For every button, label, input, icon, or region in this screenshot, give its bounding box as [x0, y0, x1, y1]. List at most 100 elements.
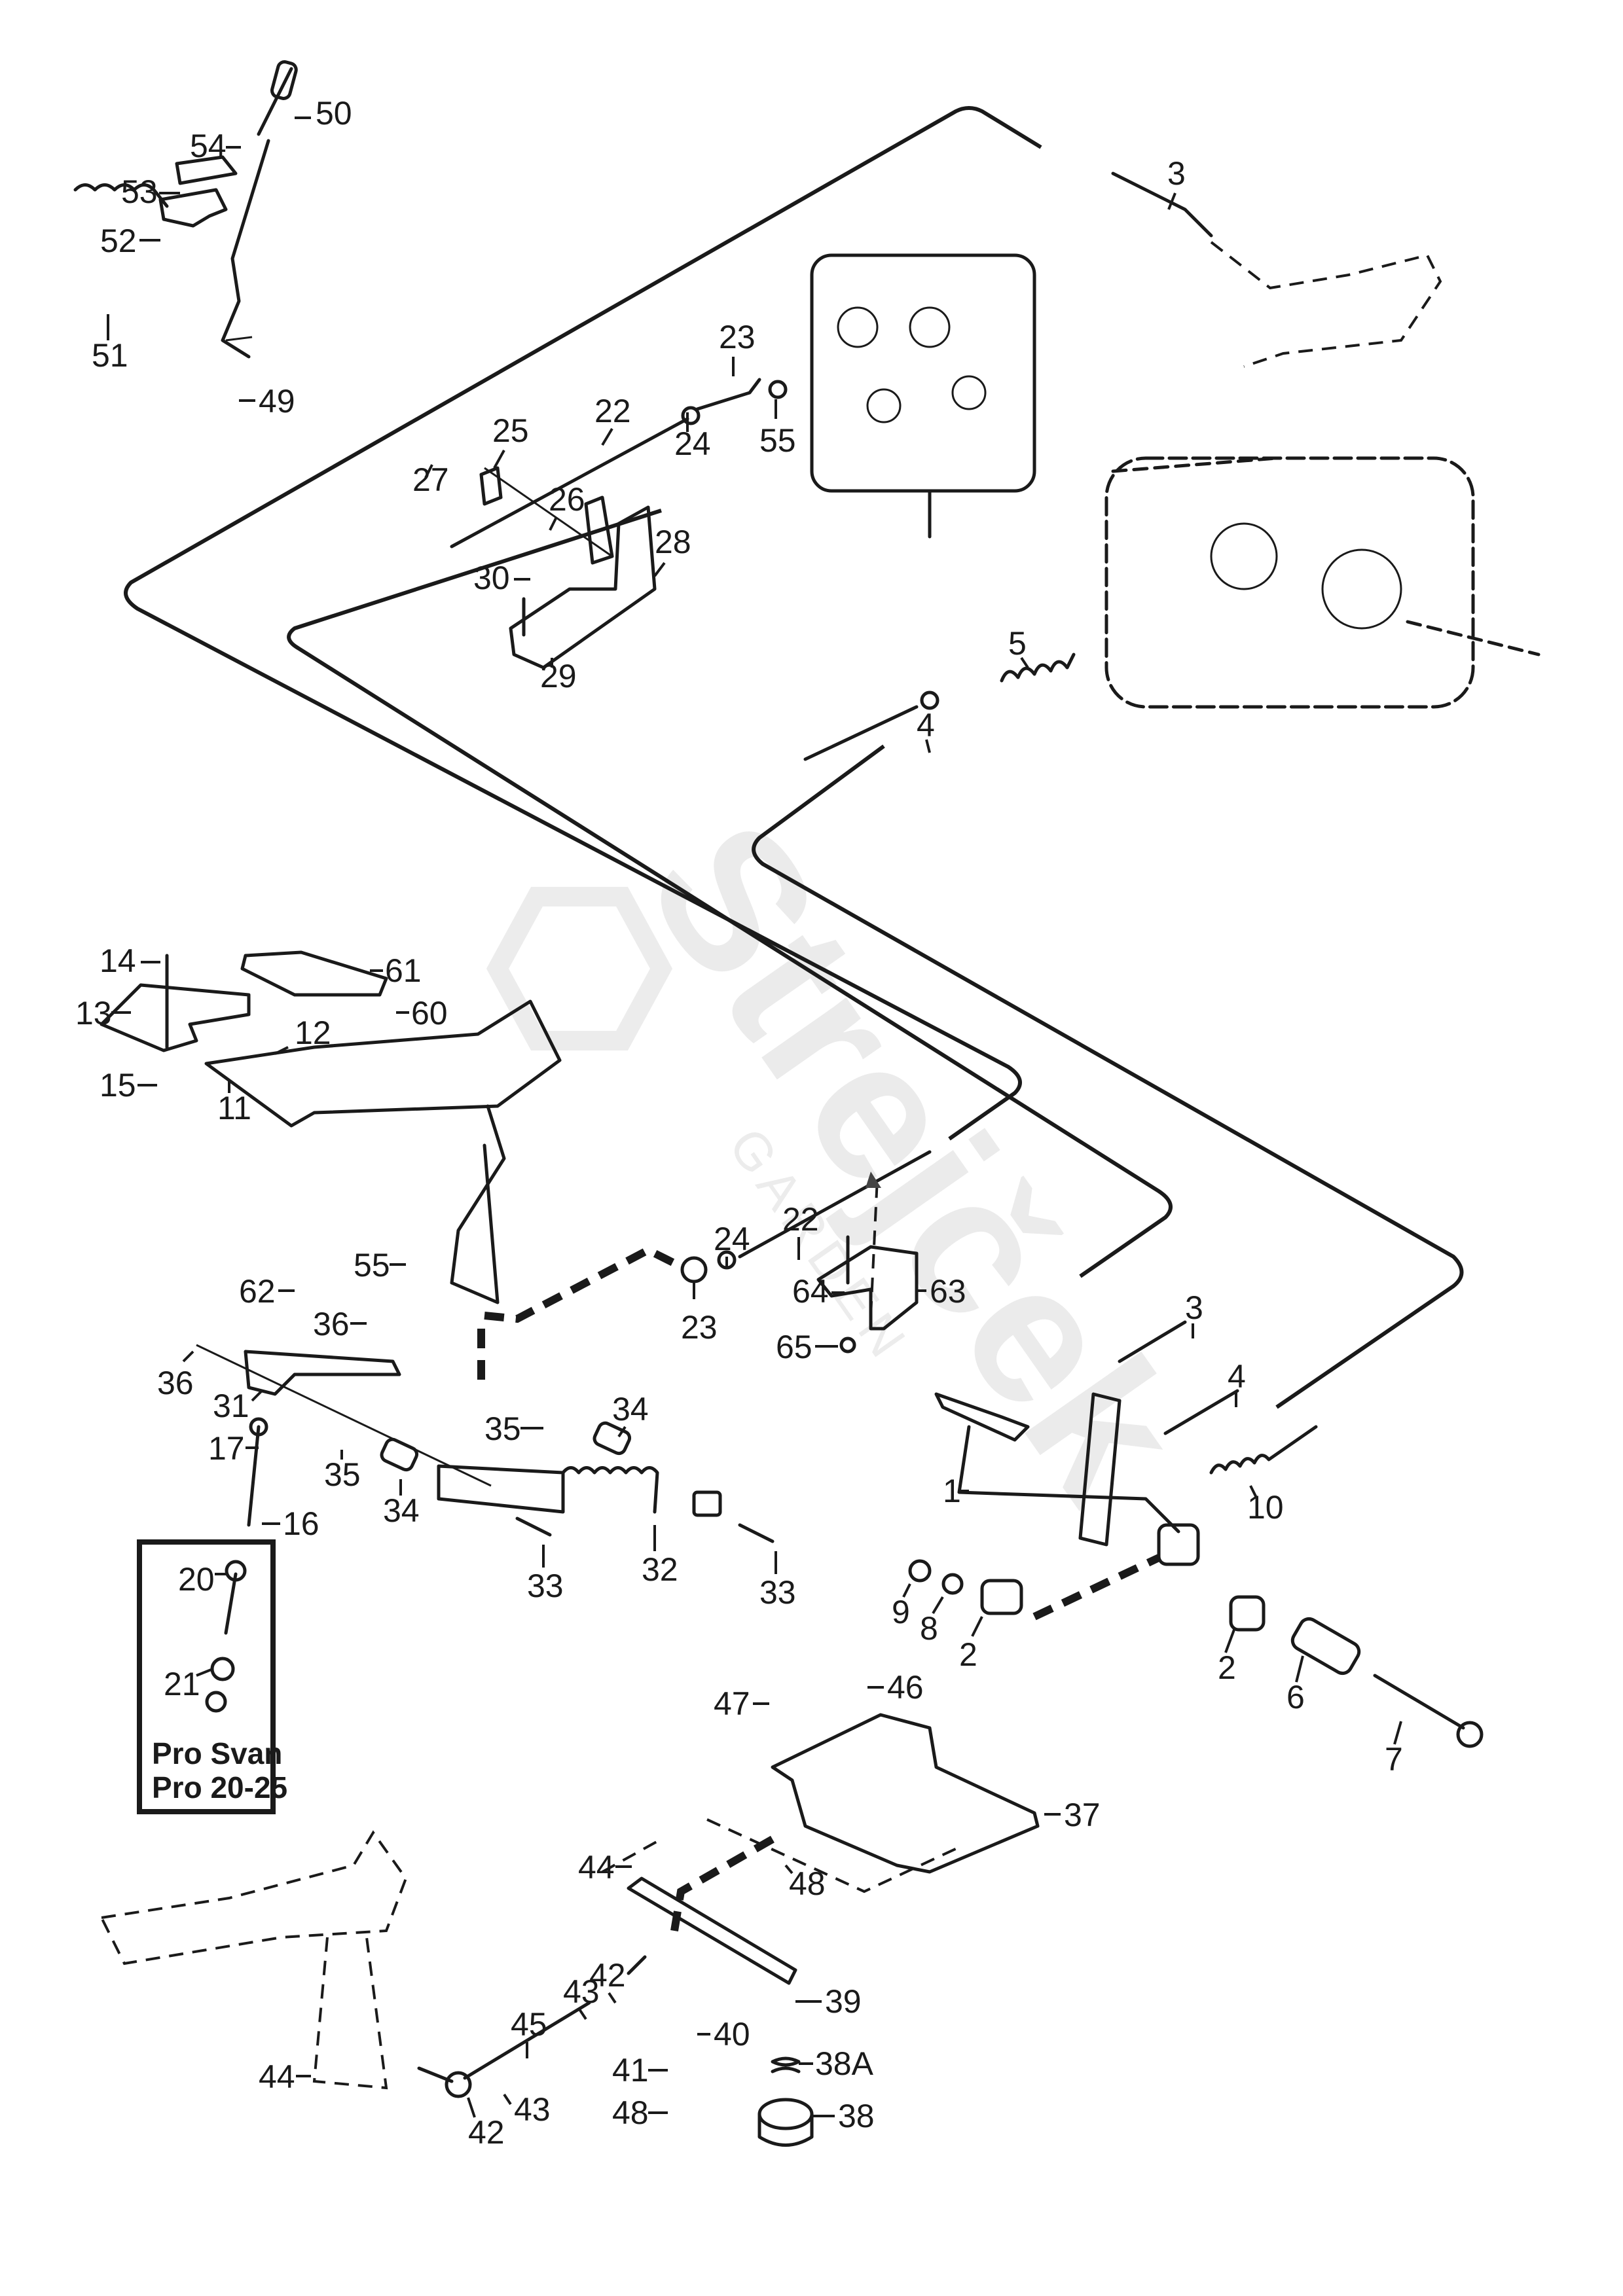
callout-17: 17 [208, 1430, 245, 1467]
callout-32: 32 [642, 1551, 678, 1588]
callout-38: 38 [838, 2098, 875, 2134]
callout-1: 1 [943, 1473, 961, 1509]
callout-62: 62 [239, 1273, 276, 1310]
callout-35-lower: 35 [324, 1456, 361, 1493]
callout-42-lower: 42 [468, 2114, 505, 2151]
inset-box: Pro Svan Pro 20-25 [137, 1539, 287, 1814]
callout-34-lower: 34 [383, 1492, 420, 1529]
callout-24-upper: 24 [674, 425, 711, 462]
callout-50: 50 [316, 95, 352, 132]
callout-43-lower: 43 [514, 2091, 551, 2128]
callout-63: 63 [930, 1273, 966, 1310]
callout-48-upper: 48 [789, 1865, 826, 1902]
part-51-spring-icon [73, 183, 169, 208]
hydro-pump-illustration [810, 253, 1036, 539]
callout-2-left: 2 [959, 1636, 977, 1673]
part-4-5-cable-spring [803, 653, 1076, 761]
callout-9: 9 [892, 1594, 910, 1630]
callout-8: 8 [920, 1610, 938, 1647]
part-37-plate [706, 1713, 1040, 1893]
callout-64: 64 [792, 1273, 829, 1310]
callout-39: 39 [825, 1983, 862, 2020]
part-49-lever-rod [221, 60, 298, 359]
callout-4-lower: 4 [1228, 1358, 1246, 1395]
callout-35-upper: 35 [484, 1410, 521, 1447]
callout-37: 37 [1064, 1797, 1101, 1833]
part-13-bracket [100, 954, 251, 1052]
callout-41: 41 [612, 2052, 649, 2089]
part-29-bracket [479, 466, 657, 670]
callout-29: 29 [540, 658, 577, 694]
callout-11: 11 [217, 1090, 251, 1126]
callout-3-lower: 3 [1185, 1289, 1203, 1326]
callout-22-upper: 22 [594, 393, 631, 429]
callout-16: 16 [283, 1505, 319, 1542]
callout-22-lower: 22 [782, 1201, 819, 1238]
part-60-pedal-pad [240, 950, 388, 997]
callouts: 50 54 53 52 51 49 3 23 22 24 55 25 27 26… [75, 95, 1403, 2151]
callout-10: 10 [1247, 1489, 1284, 1526]
callout-54: 54 [190, 128, 227, 164]
linkage-dashed-1 [484, 1246, 683, 1323]
callout-47: 47 [714, 1685, 750, 1722]
part-23-ball-joint [680, 1250, 737, 1283]
part-22-rod-upper [450, 378, 788, 548]
callout-5: 5 [1008, 625, 1027, 662]
part-39-arm [602, 1838, 797, 1985]
cable-right-loop [752, 744, 1464, 1409]
callout-61: 61 [385, 952, 422, 989]
callout-42-upper: 42 [589, 1957, 626, 1994]
callout-65: 65 [776, 1329, 812, 1365]
part-11-footplate [204, 999, 562, 1304]
callout-55-upper: 55 [759, 422, 796, 459]
cable-inner-loop [287, 509, 1173, 1278]
callout-7: 7 [1385, 1741, 1403, 1778]
callout-28: 28 [655, 524, 691, 560]
part-3-linkage-top [1111, 171, 1442, 368]
part-34-spacers [380, 1421, 632, 1472]
callout-52: 52 [100, 223, 137, 259]
callout-30: 30 [473, 560, 510, 596]
callout-23-upper: 23 [719, 319, 756, 355]
part-4-cable-end-lower [1163, 1389, 1239, 1435]
part-1-pedal-lever [934, 1392, 1200, 1566]
part-31-bracket [196, 1344, 492, 1487]
part-42-45-rod [417, 1955, 647, 2098]
callout-40: 40 [714, 2016, 750, 2053]
callout-31: 31 [213, 1388, 249, 1424]
transmission-illustration [1104, 456, 1541, 709]
callout-14: 14 [100, 942, 136, 979]
footplate-ghost [99, 1830, 408, 2090]
callout-12: 12 [295, 1014, 331, 1051]
callout-23-lower: 23 [681, 1309, 718, 1346]
callout-55-lower: 55 [354, 1247, 390, 1283]
callout-44-upper: 44 [578, 1849, 615, 1886]
part-2-6-7-axle-parts [908, 1559, 1484, 1748]
linkage-dashed-2 [477, 1329, 488, 1390]
part-52-bracket [158, 155, 238, 228]
callout-46: 46 [887, 1669, 924, 1706]
callout-60: 60 [411, 995, 448, 1031]
part-32-damper [437, 1464, 722, 1517]
callout-45: 45 [511, 2006, 547, 2043]
callout-21: 21 [164, 1666, 200, 1702]
callout-25: 25 [492, 412, 529, 449]
linkage-dashed-3 [1032, 1554, 1161, 1621]
cable-outer-loop [124, 106, 1042, 1141]
callout-49: 49 [259, 383, 295, 420]
callout-43-upper: 43 [563, 1973, 600, 2010]
callout-48-lower: 48 [612, 2094, 649, 2131]
callout-51: 51 [92, 337, 128, 374]
part-22-rod-lower [738, 1150, 932, 1316]
callout-6: 6 [1286, 1679, 1305, 1715]
part-38-switch [757, 2056, 814, 2147]
part-16-17-bolt [247, 1417, 268, 1527]
callout-4-upper: 4 [917, 707, 935, 744]
callout-34-upper: 34 [612, 1391, 649, 1427]
callout-3-upper: 3 [1167, 155, 1186, 192]
linkage-dashed-4 [670, 1835, 775, 1931]
inset-line1: Pro Svan [152, 1736, 282, 1770]
callout-33-right: 33 [759, 1574, 796, 1611]
callout-2-right: 2 [1218, 1649, 1236, 1686]
